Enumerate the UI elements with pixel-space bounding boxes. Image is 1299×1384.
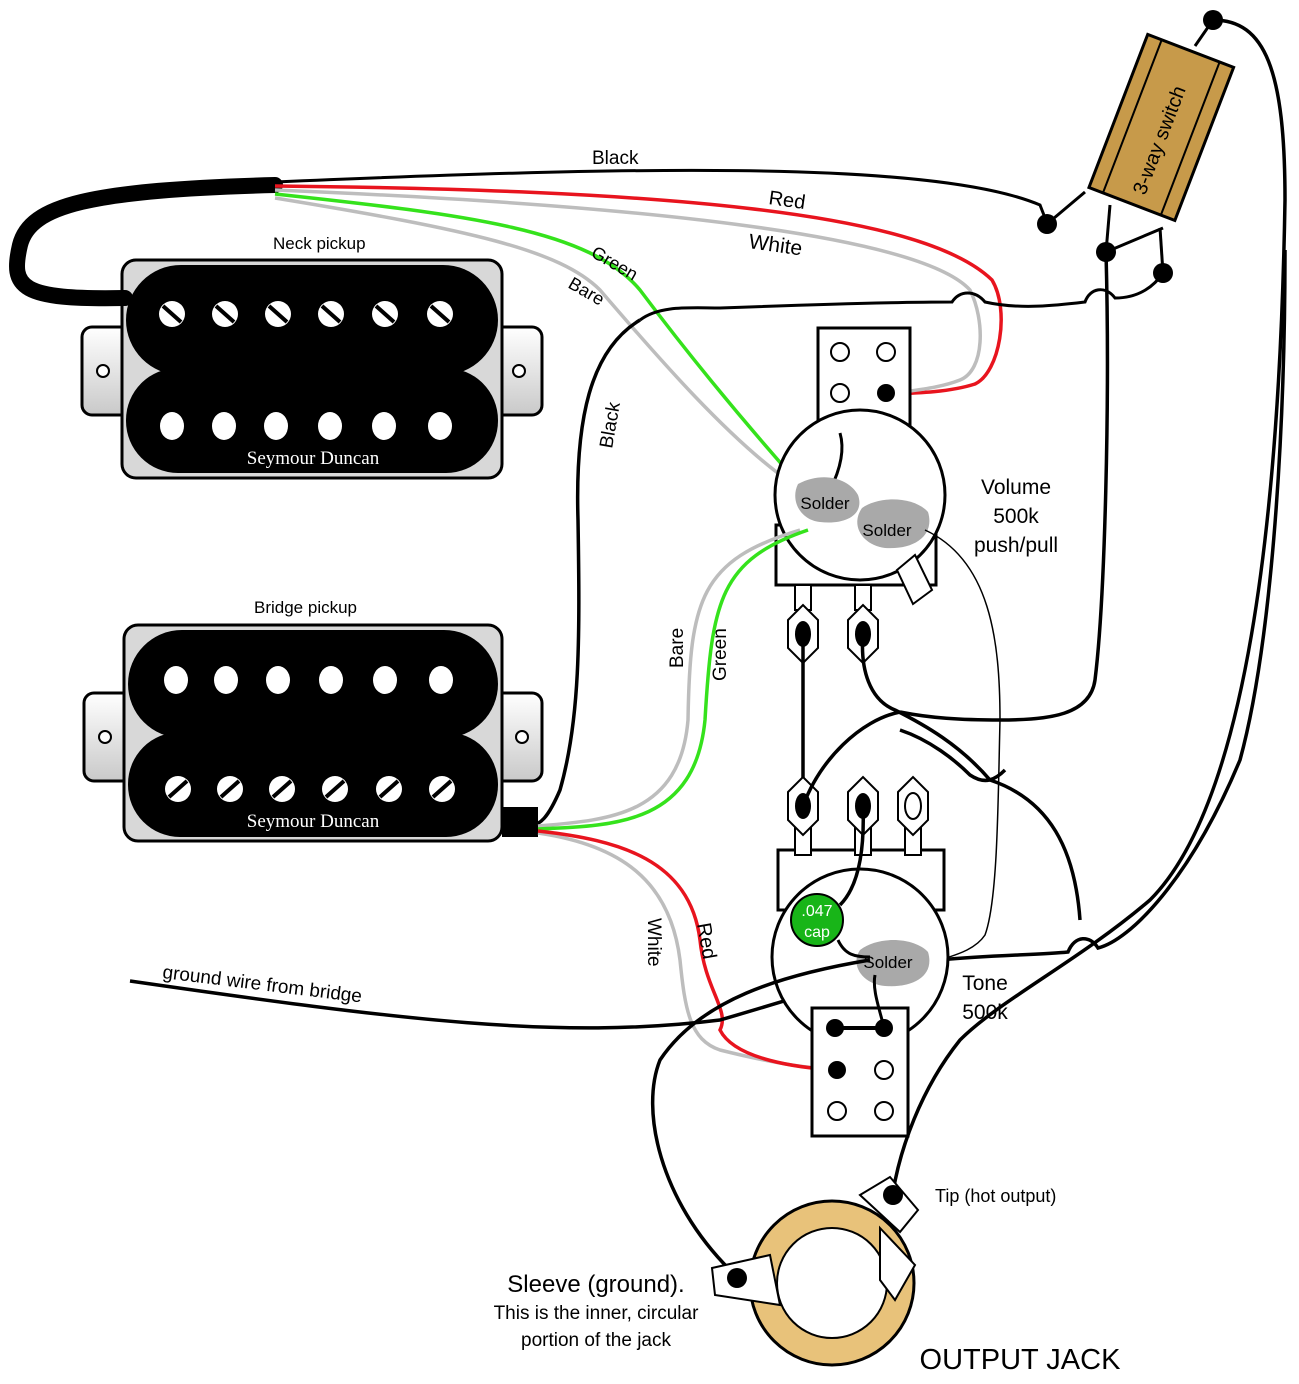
bridge-coil-top xyxy=(128,630,498,738)
tone-lug-wire xyxy=(801,710,901,807)
tone-solder-label: Solder xyxy=(863,953,912,972)
switch-body xyxy=(1087,32,1236,223)
cap-label-line1: .047 xyxy=(801,903,832,920)
tone-capacitor xyxy=(790,893,844,947)
tone-lug-cross-wire xyxy=(899,728,1007,783)
bridge-pickup-label: Bridge pickup xyxy=(254,598,357,617)
volume-label-line1: Volume xyxy=(981,476,1051,499)
jack-sleeve-label-line2: This is the inner, circular xyxy=(494,1303,700,1324)
wire-label-vertical-black: Black xyxy=(596,400,625,450)
tone-to-jack-sleeve-wire xyxy=(650,958,871,1272)
bridge-pickup-brand: Seymour Duncan xyxy=(247,811,380,832)
volume-solder-2 xyxy=(857,499,930,549)
volume-output-wire xyxy=(860,633,1082,921)
switch-center-wire xyxy=(899,251,1110,722)
volume-solder-label-2: Solder xyxy=(862,521,911,540)
volume-pot xyxy=(773,326,947,665)
bridge-slug-poles xyxy=(164,666,453,694)
neck-red-wire xyxy=(274,184,1003,396)
neck-green-wire xyxy=(274,192,802,487)
neck-pickup-cable xyxy=(9,177,283,307)
neck-coil-top xyxy=(126,265,498,375)
tone-pot xyxy=(770,775,950,1138)
output-jack-title: OUTPUT JACK xyxy=(920,1344,1122,1376)
bridge-coil-bottom xyxy=(128,732,498,837)
wire-label-bridge-red: Red xyxy=(692,921,720,961)
tone-solder xyxy=(856,940,930,987)
tone-label-line2: 500k xyxy=(962,1001,1008,1024)
wire-label-red: Red xyxy=(767,187,806,214)
bridge-screw-poles xyxy=(165,776,455,802)
ground-wire-from-bridge xyxy=(129,249,1287,1030)
wire-label-bridge-bare: Bare xyxy=(667,628,688,668)
neck-pickup xyxy=(80,258,544,480)
neck-pickup-label: Neck pickup xyxy=(273,234,366,253)
bridge-pickup xyxy=(82,623,544,843)
tone-label-line1: Tone xyxy=(962,972,1008,995)
bridge-green-wire xyxy=(537,528,809,831)
ground-bus-wire xyxy=(639,272,1165,322)
jack-tip-lug xyxy=(858,1175,920,1234)
wire-label-bridge-white: White xyxy=(643,918,664,967)
bridge-mount-screw-hole xyxy=(515,730,529,744)
output-jack xyxy=(710,1175,920,1367)
volume-label-line3: push/pull xyxy=(974,534,1058,557)
bridge-bare-wire xyxy=(537,528,801,828)
neck-screw-poles xyxy=(159,301,453,327)
switch-to-jack-tip-wire xyxy=(891,18,1287,1193)
neck-white-wire xyxy=(274,188,982,396)
wire-label-bridge-green: Green xyxy=(710,628,731,681)
neck-bare-wire xyxy=(274,196,792,484)
wire-label-green: Green xyxy=(588,242,641,284)
wire-label-black: Black xyxy=(592,148,639,169)
neck-mount-screw-hole xyxy=(96,364,110,378)
neck-coil-bottom xyxy=(126,368,498,473)
bridge-mount-screw-hole xyxy=(98,730,112,744)
volume-label-line2: 500k xyxy=(993,505,1039,528)
volume-solder-label-1: Solder xyxy=(800,494,849,513)
neck-black-wire xyxy=(274,168,1049,224)
volume-to-tone-thin-wire xyxy=(924,529,1001,961)
volume-solder-1 xyxy=(795,477,860,523)
neck-mount-screw-hole xyxy=(512,364,526,378)
jack-sleeve-label-line1: Sleeve (ground). xyxy=(507,1271,684,1298)
cap-label-line2: cap xyxy=(804,924,830,941)
three-way-switch xyxy=(1037,10,1236,283)
wire-label-white: White xyxy=(747,230,803,260)
bridge-cable-sleeve xyxy=(502,807,538,837)
jack-tip-label: Tip (hot output) xyxy=(935,1186,1056,1206)
vertical-black-wire xyxy=(529,318,641,828)
bridge-red-wire xyxy=(537,829,838,1072)
jack-sleeve-label-line3: portion of the jack xyxy=(521,1330,671,1351)
neck-pickup-brand: Seymour Duncan xyxy=(247,448,380,469)
neck-slug-poles xyxy=(160,412,452,440)
